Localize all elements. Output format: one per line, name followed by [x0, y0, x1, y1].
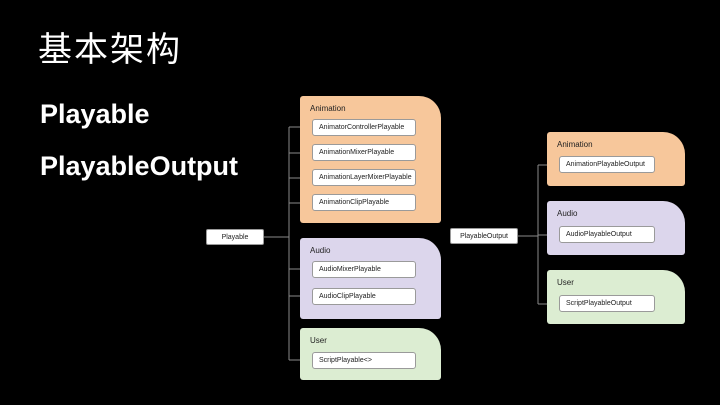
- output-audio-group: Audio AudioPlayableOutput: [547, 201, 685, 255]
- group-label: Audio: [557, 209, 578, 218]
- animation-clip-playable-node: AnimationClipPlayable: [312, 194, 416, 211]
- slide-title: 基本架构: [38, 30, 182, 70]
- audio-playable-output-node: AudioPlayableOutput: [559, 226, 655, 243]
- audio-mixer-playable-node: AudioMixerPlayable: [312, 261, 416, 278]
- group-label: User: [310, 336, 327, 345]
- animation-layer-mixer-playable-node: AnimationLayerMixerPlayable: [312, 169, 416, 186]
- group-label: Animation: [310, 104, 346, 113]
- playable-user-group: User ScriptPlayable<>: [300, 328, 441, 380]
- playable-output-root-node: PlayableOutput: [450, 228, 518, 244]
- audio-clip-playable-node: AudioClipPlayable: [312, 288, 416, 305]
- bullet-playable-output: PlayableOutput: [40, 151, 239, 181]
- output-animation-group: Animation AnimationPlayableOutput: [547, 132, 685, 186]
- animation-playable-output-node: AnimationPlayableOutput: [559, 156, 655, 173]
- output-user-group: User ScriptPlayableOutput: [547, 270, 685, 324]
- group-label: Animation: [557, 140, 593, 149]
- animator-controller-playable-node: AnimatorControllerPlayable: [312, 119, 416, 136]
- playable-root-node: Playable: [206, 229, 264, 245]
- group-label: Audio: [310, 246, 331, 255]
- group-label: User: [557, 278, 574, 287]
- animation-mixer-playable-node: AnimationMixerPlayable: [312, 144, 416, 161]
- script-playable-node: ScriptPlayable<>: [312, 352, 416, 369]
- script-playable-output-node: ScriptPlayableOutput: [559, 295, 655, 312]
- playable-audio-group: Audio AudioMixerPlayable AudioClipPlayab…: [300, 238, 441, 319]
- bullet-playable: Playable: [40, 99, 150, 129]
- playable-animation-group: Animation AnimatorControllerPlayable Ani…: [300, 96, 441, 223]
